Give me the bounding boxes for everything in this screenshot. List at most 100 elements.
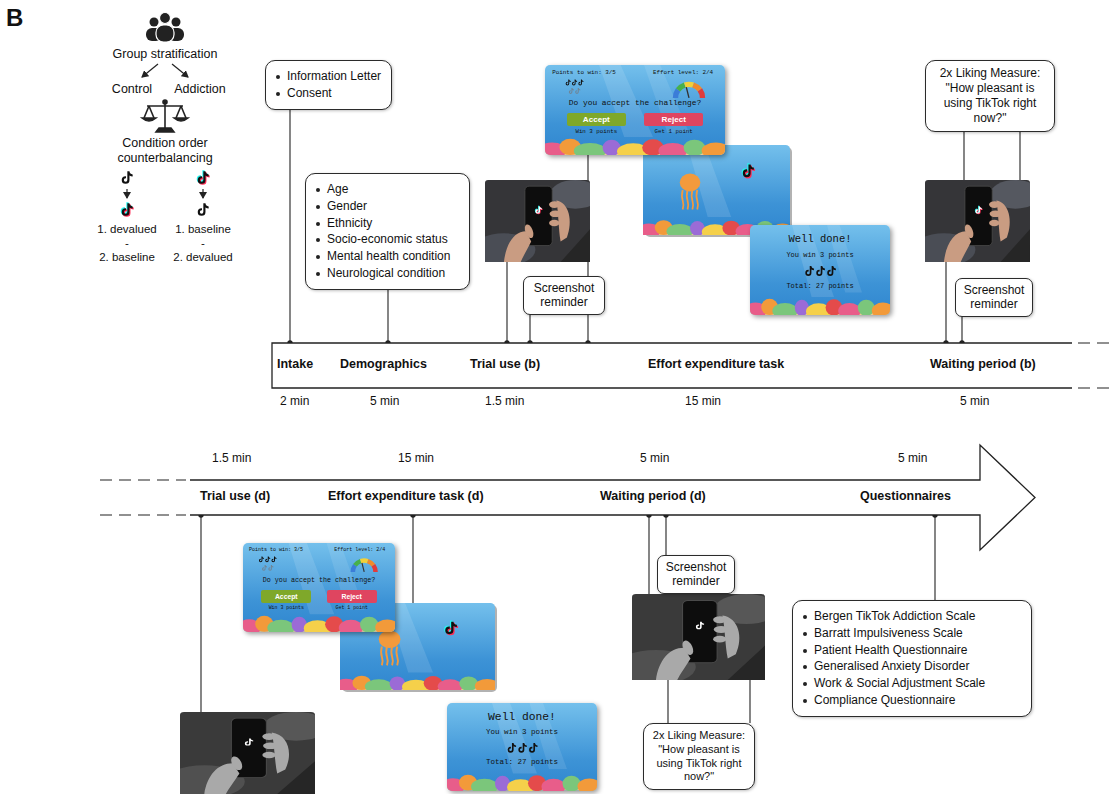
duration-label: 2 min — [280, 394, 309, 408]
challenge-question: Do you accept the challenge? — [545, 99, 725, 107]
leader-connector — [287, 110, 292, 346]
list-text: Compliance Questionnaire — [814, 693, 955, 707]
points-to-win: Points to win: 3/5 — [552, 70, 616, 76]
tiktok-logo — [258, 557, 263, 563]
liking-measure-box: 2x Liking Measure:"How pleasant is using… — [925, 60, 1055, 132]
list-item: Neurological condition — [315, 265, 460, 282]
reminder-box: Screenshot reminder — [955, 278, 1033, 317]
group-icon — [146, 13, 184, 43]
duration-label: 5 min — [960, 394, 989, 408]
list-text: Work & Social Adjustment Scale — [814, 676, 985, 690]
duration-label: 5 min — [898, 451, 927, 465]
jellyfish-bell — [379, 631, 401, 648]
coral — [667, 224, 693, 239]
gauge-segment — [355, 561, 361, 565]
button-label: Accept — [261, 590, 311, 603]
choice-button: Accept — [261, 590, 311, 603]
tiktok-logo-shadow — [976, 207, 982, 214]
connector-line — [289, 110, 290, 343]
timeline-arrow-band: Trial use (d)Effort expenditure task (d)… — [190, 480, 980, 515]
bullet-dot — [276, 92, 280, 96]
duration-label: 1.5 min — [212, 451, 251, 465]
timeline-phase: Effort expenditure task (d) — [328, 489, 484, 504]
token-icons — [792, 265, 848, 279]
gauge-segment — [361, 559, 368, 564]
measure-heading: 2x Liking Measure: — [650, 729, 748, 743]
leader-line — [412, 515, 413, 603]
effort-level: Effort level: 2/4 — [653, 70, 713, 76]
coral — [542, 779, 566, 791]
list-item: Generalised Anxiety Disorder — [802, 658, 1022, 675]
bullet-dot — [316, 222, 320, 226]
reef-strip — [545, 137, 725, 155]
design-label: 1. devalued — [97, 223, 156, 237]
button-label: Reject — [327, 590, 377, 603]
timeline-phase: Effort expenditure task — [648, 357, 784, 372]
list-item: Consent — [275, 85, 382, 102]
tiktok-logo — [696, 622, 704, 630]
thumb — [680, 639, 695, 656]
list-item: Work & Social Adjustment Scale — [802, 675, 1022, 692]
list-item: Bergen TikTok Addiction Scale — [802, 608, 1022, 625]
gauge-segment — [374, 566, 376, 573]
bullet-dot — [803, 682, 807, 686]
coral — [475, 679, 500, 693]
leader-line — [1019, 132, 1020, 181]
timeline-phase: Demographics — [340, 357, 427, 372]
task-feedback-screen: Well done!You win 3 pointsTotal: 27 poin… — [750, 225, 890, 315]
panel-letter: B — [6, 4, 23, 33]
finger — [713, 636, 726, 643]
tiktok-logo — [445, 622, 457, 634]
bullet-dot — [316, 272, 320, 276]
coral — [658, 143, 687, 155]
finger — [989, 220, 1000, 227]
light-rays — [243, 543, 395, 632]
jellyfish-tentacle — [391, 647, 393, 666]
jellyfish-tentacle — [396, 647, 398, 666]
bullet-dot — [316, 238, 320, 242]
token-icons — [251, 556, 294, 574]
timeline-border — [272, 343, 1072, 388]
tiktok-logo — [569, 88, 574, 94]
coral — [375, 620, 395, 632]
reminder-text: Screenshot reminder — [662, 560, 730, 589]
reef-strip — [750, 297, 890, 315]
design-label: 2. devalued — [173, 251, 232, 265]
thumb — [229, 755, 244, 771]
leader-line — [963, 132, 964, 181]
tiktok-logo — [975, 206, 981, 213]
tiktok-logo — [262, 565, 267, 571]
reminder-box: Screenshot reminder — [657, 555, 735, 594]
left-hand — [504, 231, 531, 262]
gauge-needle — [686, 87, 689, 98]
reject-payoff: Get 1 point — [644, 129, 703, 135]
reef-strip — [243, 614, 395, 632]
coral — [578, 779, 598, 791]
left-hand — [204, 763, 239, 794]
stratification-arrows — [142, 64, 188, 77]
leader-line — [945, 262, 946, 343]
coral — [838, 303, 860, 315]
right-palm — [272, 733, 289, 774]
bullet-dot — [276, 75, 280, 79]
gauge-segment — [685, 81, 693, 87]
timeline-phase: Waiting period (d) — [600, 489, 706, 504]
list-item: Information Letter — [275, 68, 382, 85]
light-rays — [545, 65, 725, 155]
list-item: Gender — [315, 198, 460, 215]
choice-button: Reject — [644, 113, 703, 127]
gauge-segment — [678, 85, 685, 90]
timeline-phase: Waiting period (b) — [930, 357, 1036, 372]
leader-line — [506, 262, 507, 343]
gauge-segment — [676, 89, 679, 97]
coral — [267, 620, 294, 632]
thumb — [523, 223, 535, 239]
list-text: Generalised Anxiety Disorder — [814, 659, 969, 673]
leader-line — [667, 679, 668, 723]
reminder-box: Screenshot reminder — [523, 276, 605, 315]
phone-photo — [616, 594, 778, 684]
button-label: Reject — [644, 113, 703, 127]
coral — [772, 303, 797, 315]
reject-payoff: Get 1 point — [327, 606, 377, 611]
design-label: Group stratification — [113, 47, 218, 62]
